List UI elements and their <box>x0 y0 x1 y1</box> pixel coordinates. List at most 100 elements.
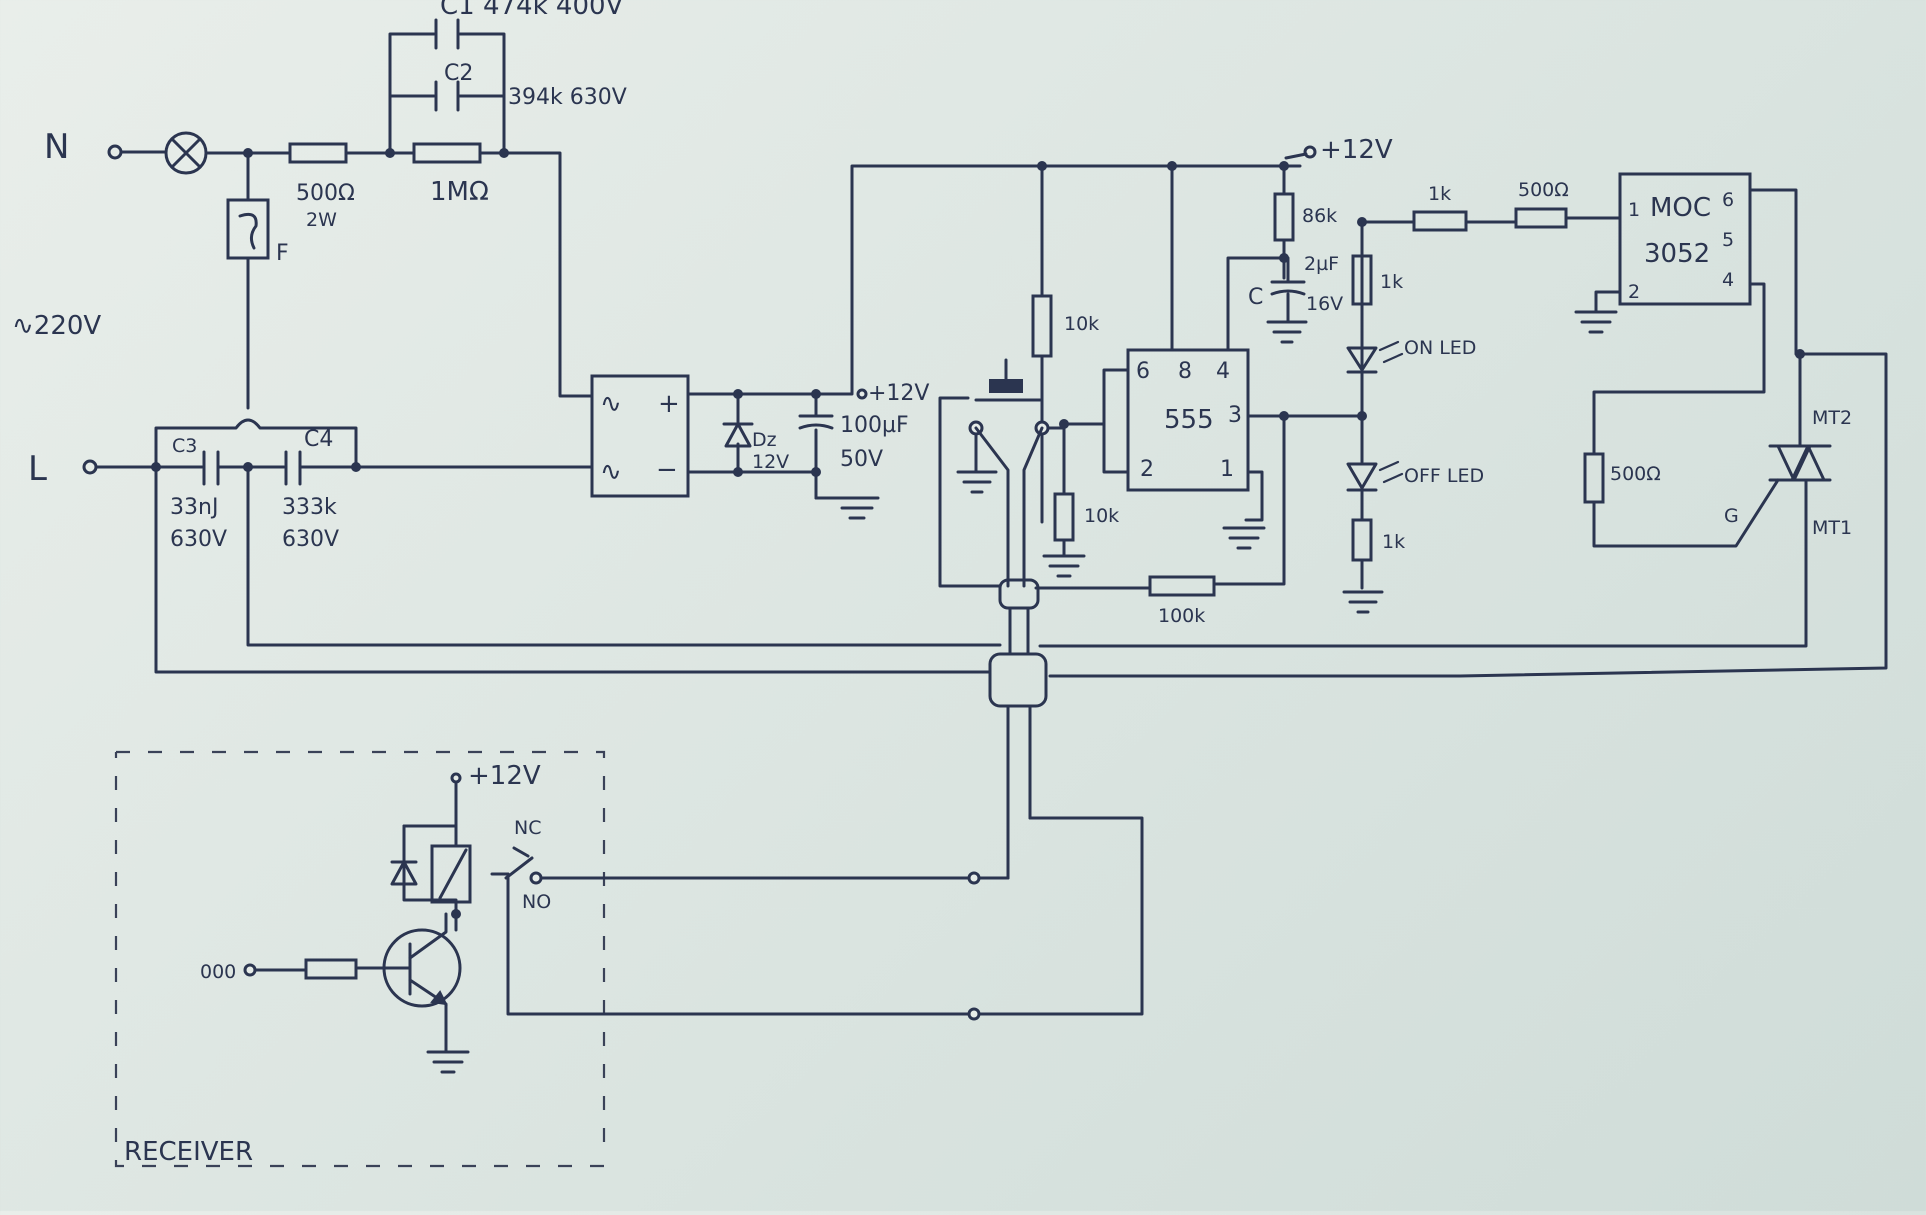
terminal <box>243 963 257 977</box>
moc-pin1: 1 <box>1628 199 1640 221</box>
mt1-label: MT1 <box>1812 517 1852 539</box>
wire-harness <box>974 426 1044 588</box>
capacitor-c3 <box>202 450 220 486</box>
no-label: NO <box>522 891 551 913</box>
moc-pin6: 6 <box>1722 189 1734 211</box>
terminal <box>856 388 868 400</box>
wire-harness-bottom <box>1006 704 1032 880</box>
ground-button <box>956 470 998 494</box>
moc-pin4: 4 <box>1722 269 1734 291</box>
receiver-rail-label: +12V <box>468 761 541 791</box>
cap-2uf-label: 2µF <box>1304 253 1339 275</box>
moc-number-label: 3052 <box>1644 239 1710 269</box>
led-off-arrows <box>1378 460 1404 484</box>
led-off <box>1346 462 1378 492</box>
wire-to-loop <box>972 816 1144 1016</box>
resistor-86k <box>1273 192 1295 242</box>
pin-3-label: 3 <box>1228 403 1242 428</box>
moc-name-label: MOC <box>1650 193 1711 223</box>
on-led-label: ON LED <box>1404 337 1476 359</box>
ic-555-label: 555 <box>1164 405 1214 435</box>
wire-pin6-2 <box>1062 368 1130 474</box>
power-supply: ∿ ∿ + − Dz 12V 100µF 50V +12V +12V <box>590 135 1393 520</box>
resistor-500-gate <box>1583 452 1605 504</box>
r10k-top-label: 10k <box>1064 313 1099 335</box>
cap-16v-label: 16V <box>1306 293 1343 315</box>
c3-value-label: 33nJ <box>170 495 218 520</box>
gate-label: G <box>1724 505 1739 527</box>
indicator-section: 1k 500Ω 1k ON LED OFF LED 1k <box>1342 179 1622 614</box>
cap-100uf-label: 100µF <box>840 413 909 438</box>
resistor-100k <box>1148 575 1216 597</box>
zener-diode <box>722 422 754 448</box>
resistor-1k-series <box>1412 210 1468 232</box>
bridge-minus: − <box>656 455 678 485</box>
wire-l-return-cont <box>1048 352 1888 678</box>
terminal-n <box>107 144 123 160</box>
receiver-boundary <box>114 750 606 1168</box>
moc-pin2: 2 <box>1628 281 1640 303</box>
wire-supply-minus <box>686 470 818 500</box>
junction <box>1357 217 1367 227</box>
capacitor-c1 <box>434 18 460 50</box>
fuse-label: F <box>276 241 289 266</box>
triac <box>1768 444 1832 482</box>
led-on-arrows <box>1378 340 1404 364</box>
transistor-base <box>356 912 448 1054</box>
terminal <box>1303 145 1317 159</box>
mains-section: N L ∿220V 500Ω 2W 1MΩ C1 474k 400V C2 39… <box>12 0 1888 678</box>
nc-label: NC <box>514 817 541 839</box>
optocoupler-moc3052 <box>1618 172 1752 306</box>
r1m-label: 1MΩ <box>430 177 489 207</box>
transistor-arrow <box>430 990 448 1006</box>
ground-supply <box>814 496 880 520</box>
resistor-1m <box>412 142 482 164</box>
timer-section: 10k 10k 555 6 8 4 3 2 1 86k C 2µF 16V <box>938 161 1367 627</box>
mt2-label: MT2 <box>1812 407 1852 429</box>
input-label: 000 <box>200 961 236 983</box>
wire-node-return <box>246 465 1002 647</box>
r500-gate-label: 500Ω <box>1610 463 1661 485</box>
wire-node-return-cont <box>1038 486 1808 648</box>
wire-rail-end <box>1284 152 1308 160</box>
capacitor-c-timer <box>1270 280 1306 296</box>
junction <box>451 909 461 919</box>
moc-pin5: 5 <box>1722 229 1734 251</box>
optocoupler-section: MOC 3052 1 2 6 5 4 500Ω <box>1574 172 1798 548</box>
label-l: L <box>28 449 47 489</box>
c1-label: C1 474k 400V <box>440 0 624 21</box>
bridge-rectifier <box>590 374 690 498</box>
fuse-element <box>238 212 258 250</box>
ground-receiver <box>426 1050 470 1074</box>
capacitor-c4 <box>284 450 302 486</box>
c4-value-label: 333k <box>282 495 337 520</box>
led-on <box>1346 346 1378 374</box>
pin-6-label: 6 <box>1136 359 1150 384</box>
capacitor-c2 <box>434 80 460 112</box>
wire-moc-ground <box>1594 290 1622 314</box>
wire-c3-c4-bracket <box>154 418 358 469</box>
junction <box>1795 349 1805 359</box>
bridge-plus: + <box>658 389 680 419</box>
wire-moc-pin4 <box>1592 282 1766 456</box>
ic-555 <box>1126 348 1250 492</box>
wire-l-return <box>154 465 992 674</box>
cap-c-label: C <box>1248 285 1263 310</box>
pin-2-label: 2 <box>1140 457 1154 482</box>
c4-voltage-label: 630V <box>282 527 339 552</box>
harness-crossover-1 <box>998 578 1040 610</box>
terminal-l <box>82 459 98 475</box>
r86k-label: 86k <box>1302 205 1337 227</box>
pin-4-label: 4 <box>1216 359 1230 384</box>
wire-harness-down <box>1008 606 1030 656</box>
ground-off-led <box>1342 590 1384 614</box>
wire-supply-plus <box>686 164 1302 396</box>
relay-contact <box>490 846 534 880</box>
wire-r1m-out <box>478 151 594 398</box>
lamp-cross <box>170 137 202 169</box>
resistor-1k-off <box>1351 518 1373 562</box>
fuse-f <box>226 198 270 260</box>
wire-gate <box>1592 478 1780 548</box>
pin-8-label: 8 <box>1178 359 1192 384</box>
